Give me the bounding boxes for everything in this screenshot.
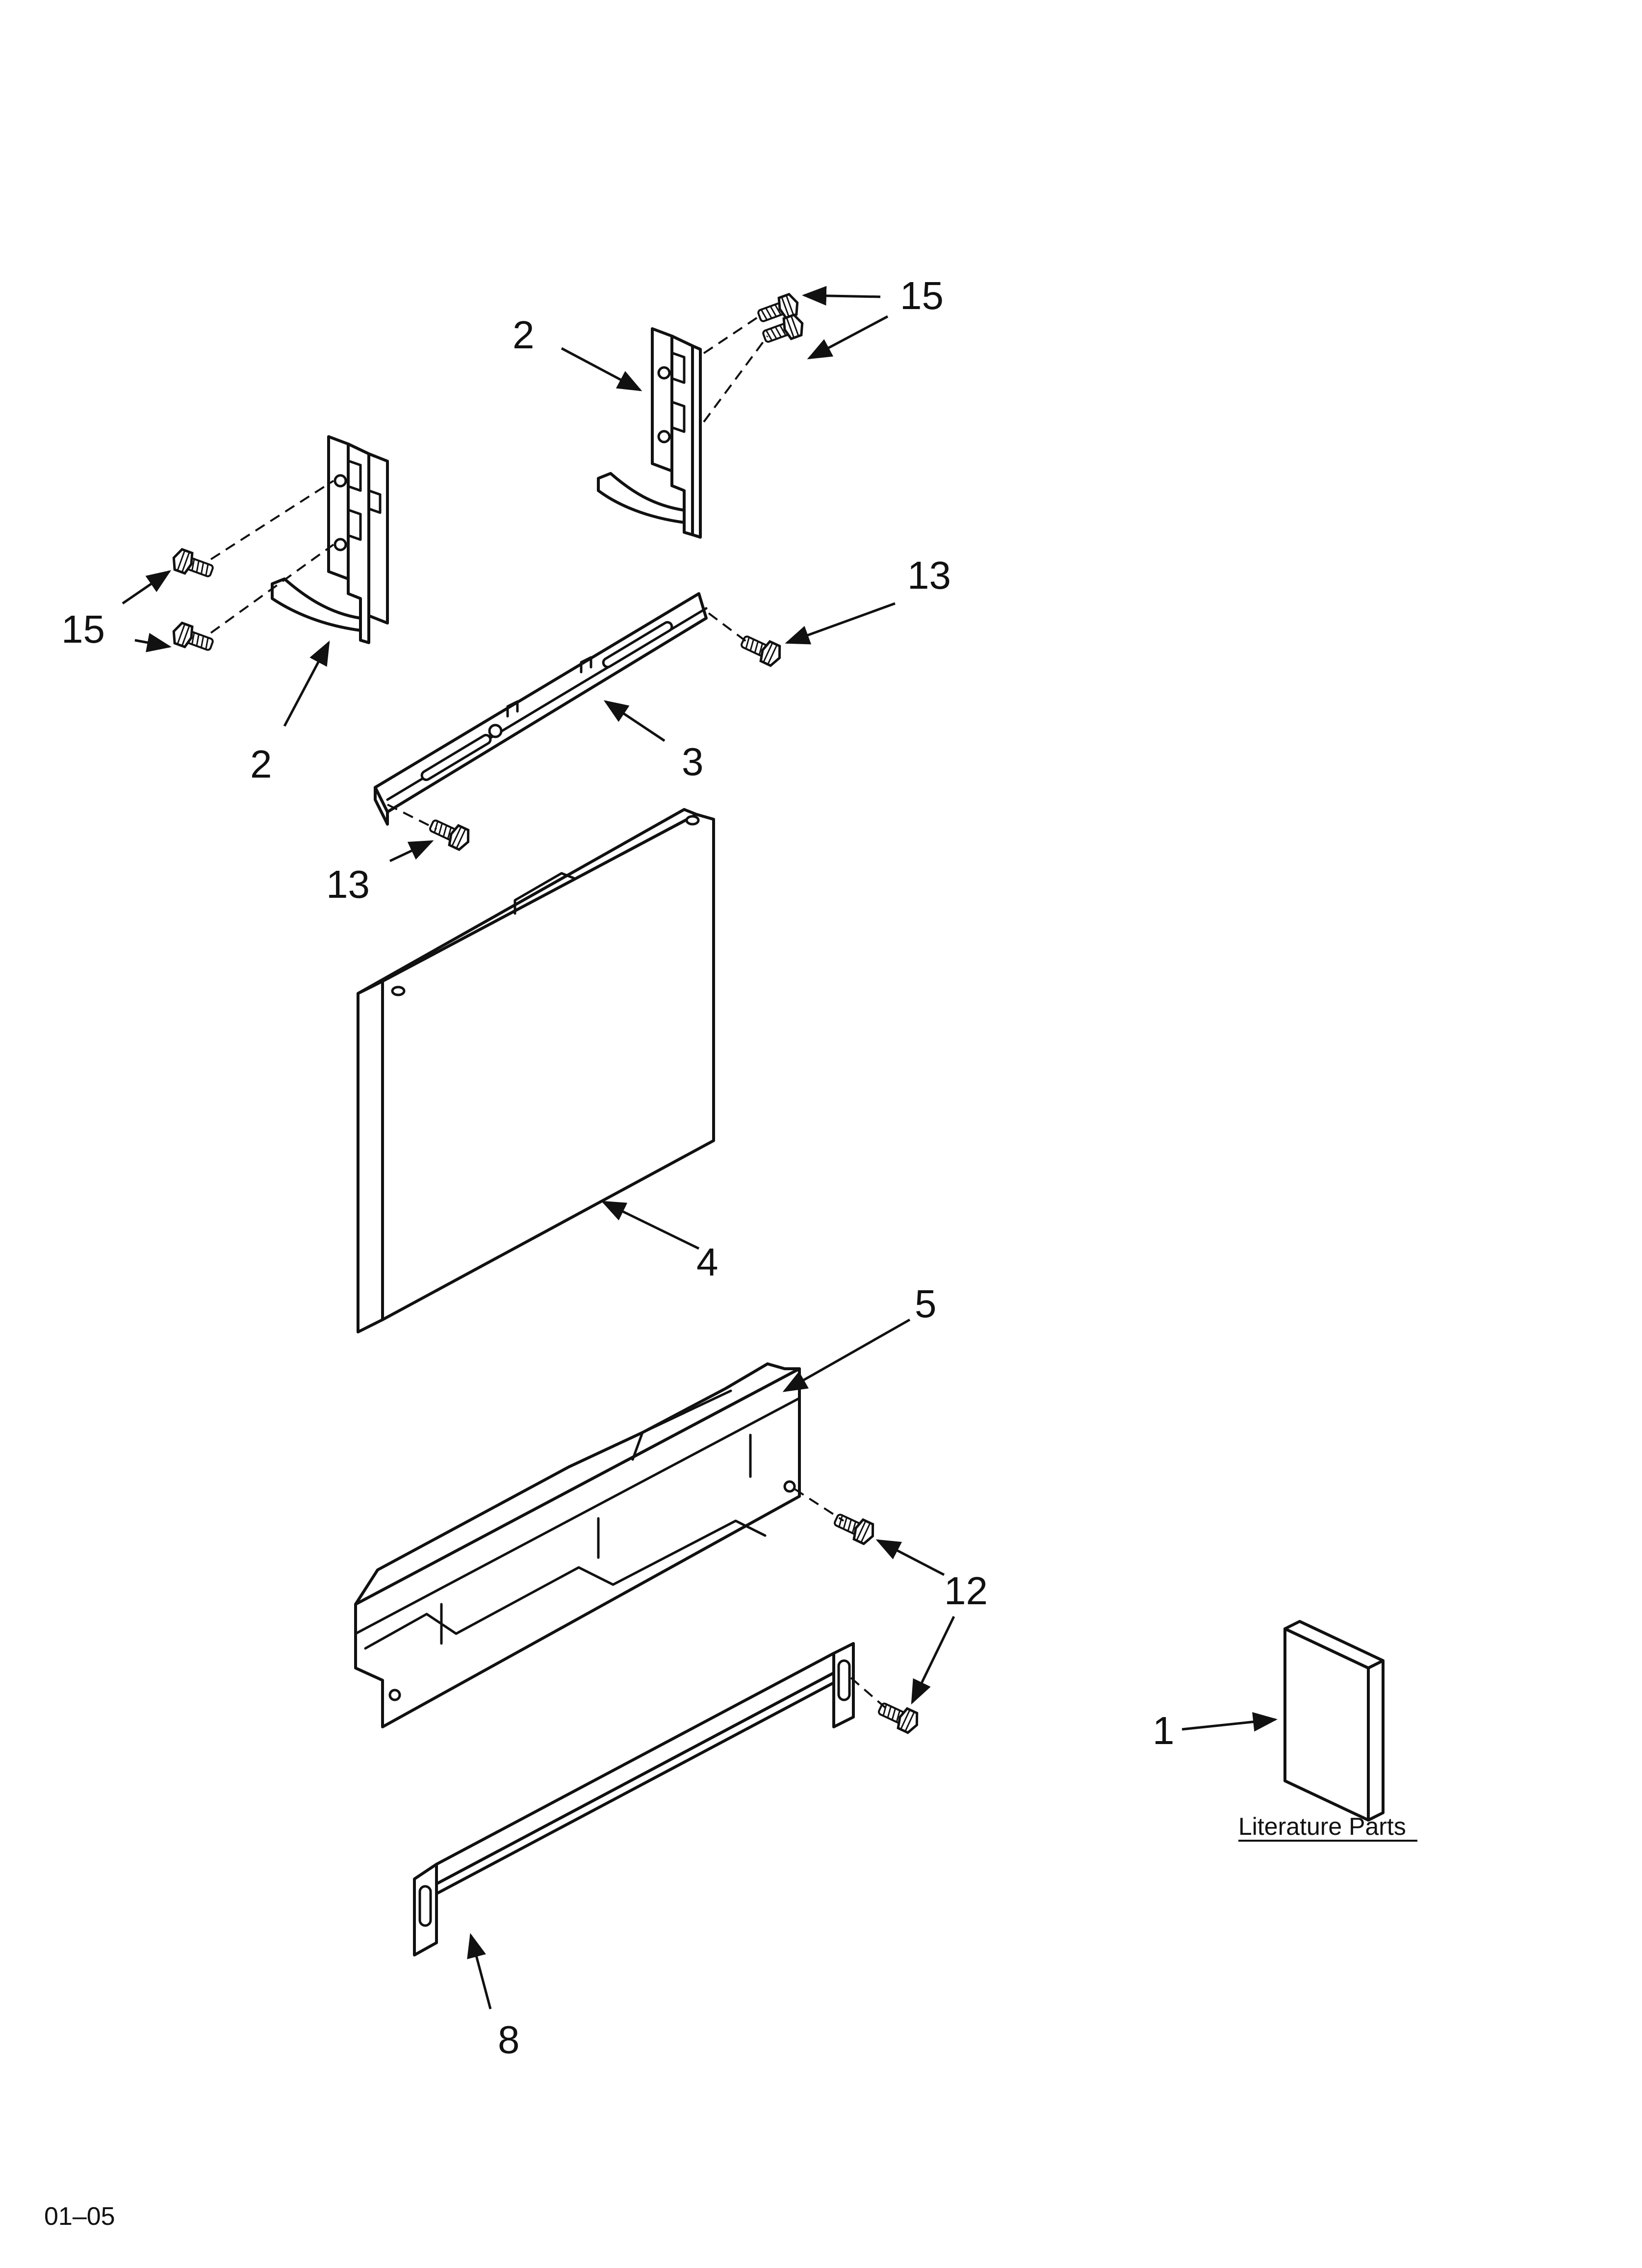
callout-4: 4 bbox=[696, 1240, 718, 1284]
bracket-2-left bbox=[271, 435, 389, 644]
rail-3 bbox=[374, 592, 708, 826]
callout-1: 1 bbox=[1153, 1709, 1175, 1752]
toe-plate-5 bbox=[354, 1362, 801, 1728]
callout-5: 5 bbox=[915, 1282, 937, 1326]
screw-13-left bbox=[427, 815, 473, 852]
callout-12: 12 bbox=[944, 1569, 988, 1613]
screw-15-left-b bbox=[170, 621, 215, 655]
strip-8 bbox=[413, 1642, 855, 1956]
callout-13-right: 13 bbox=[907, 553, 951, 597]
callout-15-left: 15 bbox=[61, 607, 105, 651]
callout-2-left: 2 bbox=[250, 742, 272, 786]
callout-3: 3 bbox=[682, 740, 704, 783]
callout-13-left: 13 bbox=[326, 862, 370, 906]
screw-12-upper bbox=[832, 1509, 877, 1546]
leader-arrows bbox=[122, 286, 1278, 2009]
callout-15-top: 15 bbox=[900, 274, 944, 317]
bracket-2-upper-right bbox=[597, 327, 702, 539]
literature-parts-label: Literature Parts bbox=[1238, 1813, 1406, 1840]
callout-2-top: 2 bbox=[513, 313, 535, 357]
callout-8: 8 bbox=[498, 2018, 520, 2061]
door-panel-4 bbox=[357, 808, 715, 1333]
screw-12-lower bbox=[876, 1698, 922, 1735]
screw-13-right bbox=[739, 631, 784, 668]
screw-15-left-a bbox=[170, 547, 215, 581]
literature-book-1 bbox=[1283, 1620, 1385, 1822]
footer-code: 01–05 bbox=[44, 2202, 115, 2231]
alignment-lines bbox=[210, 313, 889, 1711]
